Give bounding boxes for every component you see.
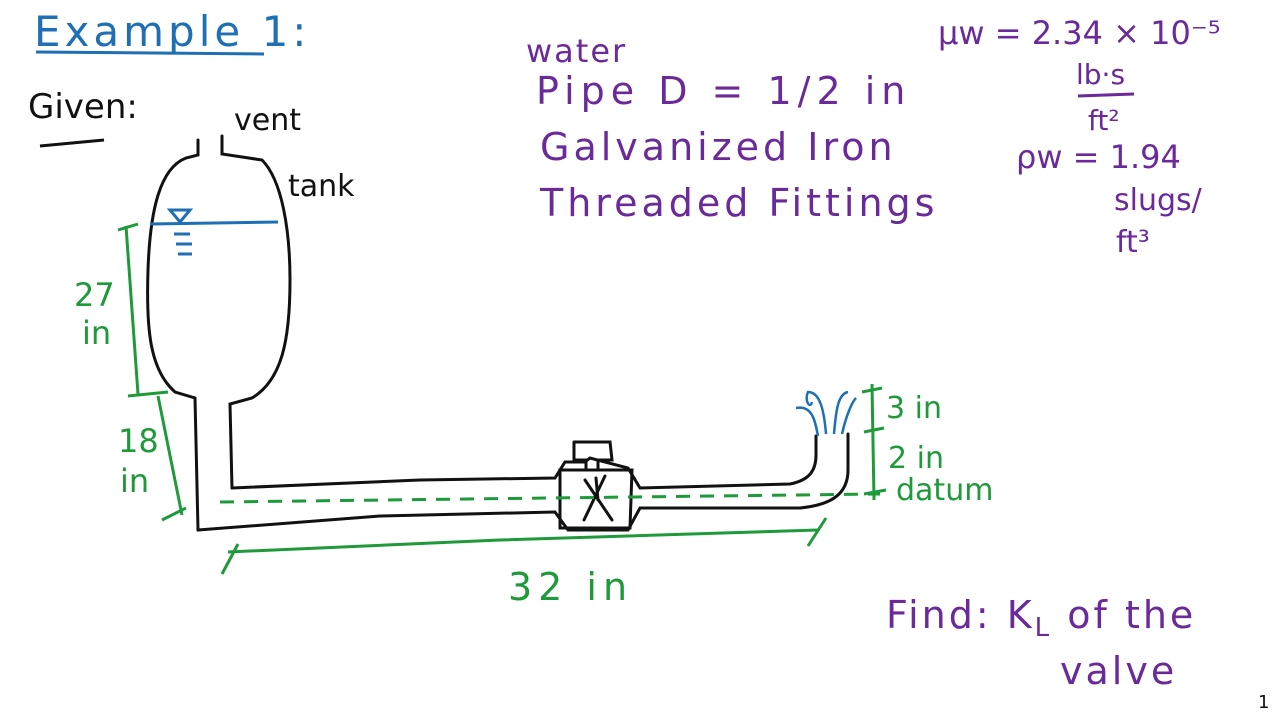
tank-label: tank	[288, 169, 355, 204]
dimension-lines	[117, 222, 887, 575]
pipe-diameter-text: Pipe D = 1/2 in	[536, 69, 911, 113]
water-surface	[149, 208, 279, 256]
pipe-top-wall	[230, 434, 818, 490]
pipe-bottom-wall	[196, 432, 850, 532]
water-jet	[795, 390, 857, 437]
tank-drawing	[146, 134, 850, 532]
datum-line	[219, 492, 881, 504]
density-text: ρw = 1.94	[1016, 138, 1181, 176]
given-label: Given:	[28, 87, 138, 127]
valve-disc	[582, 474, 614, 522]
fittings-text: Threaded Fittings	[539, 181, 938, 225]
dim-18-unit: in	[120, 462, 149, 500]
dim-27-value: 27	[74, 276, 115, 314]
free-surface-symbol	[166, 208, 194, 225]
example-title: Example 1:	[34, 7, 310, 56]
density-units-den: ft³	[1116, 225, 1150, 260]
viscosity-units-num: lb·s	[1076, 58, 1125, 91]
datum-label: datum	[896, 473, 993, 508]
dim-right-vertical	[870, 383, 876, 501]
tank-right-wall	[220, 134, 292, 490]
vent-label: vent	[234, 103, 301, 138]
dim-32-value: 32 in	[508, 565, 633, 609]
viscosity-text: μw = 2.34 × 10⁻⁵	[938, 14, 1221, 52]
dim-32-line	[227, 528, 819, 554]
dim-18-line	[156, 395, 184, 516]
valve-body	[558, 468, 634, 530]
dim-outlet-value: 2 in	[888, 441, 944, 476]
find-line1: Find: KL of the	[886, 593, 1196, 643]
dim-27-line	[124, 225, 140, 395]
page-number: 1	[1258, 692, 1269, 713]
material-text: Galvanized Iron	[540, 125, 897, 169]
find-subscript: L	[1035, 613, 1053, 643]
dim-18-value: 18	[118, 422, 159, 460]
dim-27-unit: in	[82, 314, 111, 352]
given-underline	[39, 138, 105, 148]
find-prefix: Find: K	[886, 593, 1035, 637]
fluid-label: water	[526, 32, 627, 70]
tank-left-wall	[146, 138, 200, 532]
viscosity-units-den: ft²	[1088, 104, 1120, 137]
find-line2: valve	[1060, 649, 1177, 693]
title-underline	[35, 50, 265, 56]
viscosity-fraction-bar	[1077, 92, 1135, 98]
valve-handle	[572, 440, 614, 472]
find-suffix: of the	[1052, 593, 1196, 637]
density-units-num: slugs/	[1114, 183, 1203, 218]
dim-jet-value: 3 in	[886, 391, 942, 426]
